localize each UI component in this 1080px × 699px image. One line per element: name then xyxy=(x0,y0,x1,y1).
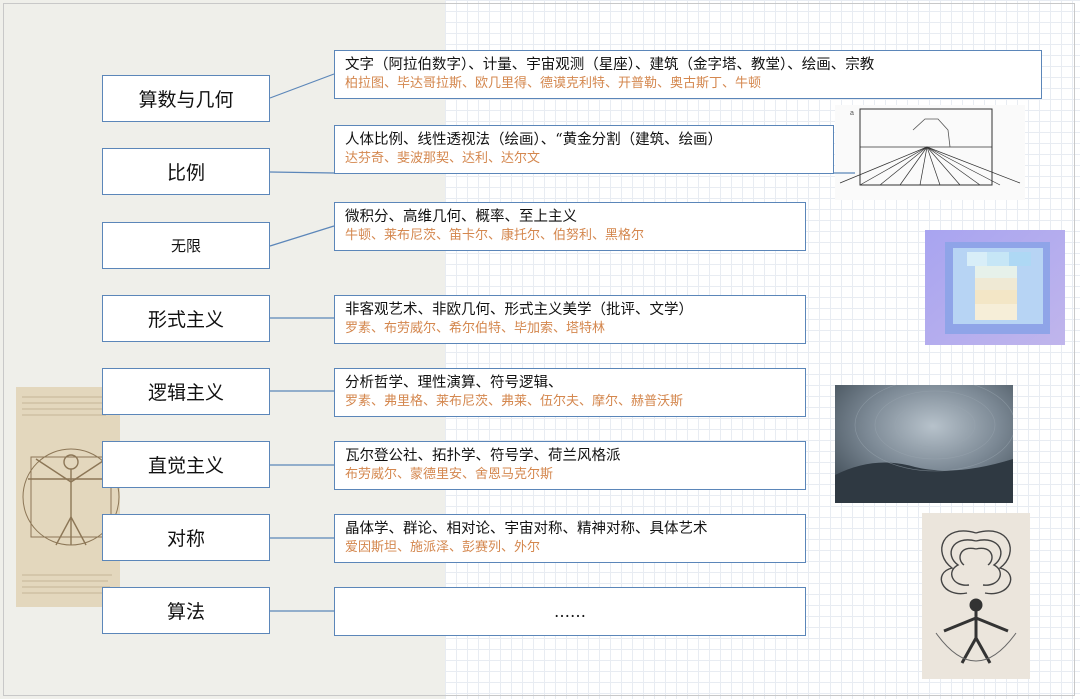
category-box-arithmetic-geometry: 算数与几何 xyxy=(102,75,270,122)
fields-text: 微积分、高维几何、概率、至上主义 xyxy=(345,209,577,225)
names-text: 柏拉图、毕达哥拉斯、欧几里得、德谟克利特、开普勒、奥古斯丁、牛顿 xyxy=(345,76,762,91)
fields-text: 非客观艺术、非欧几何、形式主义美学（批评、文学） xyxy=(345,302,693,318)
fields-text: 文字（阿拉伯数字）、计量、宇宙观测（星座）、建筑（金字塔、教堂）、绘画、宗教 xyxy=(345,57,875,73)
description-box-infinity: 微积分、高维几何、概率、至上主义 牛顿、莱布尼茨、笛卡尔、康托尔、伯努利、黑格尔 xyxy=(334,202,806,251)
category-box-logicism: 逻辑主义 xyxy=(102,368,270,415)
names-text: 罗素、布劳威尔、希尔伯特、毕加索、塔特林 xyxy=(345,321,606,336)
category-box-proportion: 比例 xyxy=(102,148,270,195)
description-box-intuitionism: 瓦尔登公社、拓扑学、符号学、荷兰风格派 布劳威尔、蒙德里安、舍恩马克尔斯 xyxy=(334,441,806,490)
spiral-figure-art xyxy=(922,513,1030,679)
description-box-arithmetic-geometry: 文字（阿拉伯数字）、计量、宇宙观测（星座）、建筑（金字塔、教堂）、绘画、宗教 柏… xyxy=(334,50,1042,99)
fields-text: 分析哲学、理性演算、符号逻辑、 xyxy=(345,375,563,391)
category-box-formalism: 形式主义 xyxy=(102,295,270,342)
names-text: 布劳威尔、蒙德里安、舍恩马克尔斯 xyxy=(345,467,554,482)
fields-text: 人体比例、线性透视法（绘画）、“黄金分割（建筑、绘画） xyxy=(345,132,723,148)
names-text: 罗素、弗里格、莱布尼茨、弗莱、伍尔夫、摩尔、赫普沃斯 xyxy=(345,394,684,409)
description-box-formalism: 非客观艺术、非欧几何、形式主义美学（批评、文学） 罗素、布劳威尔、希尔伯特、毕加… xyxy=(334,295,806,344)
ellipsis-text: …… xyxy=(554,601,586,621)
fields-text: 晶体学、群论、相对论、宇宙对称、精神对称、具体艺术 xyxy=(345,521,708,537)
category-box-symmetry: 对称 xyxy=(102,514,270,561)
category-box-intuitionism: 直觉主义 xyxy=(102,441,270,488)
slide-frame xyxy=(3,3,1075,696)
fields-text: 瓦尔登公社、拓扑学、符号学、荷兰风格派 xyxy=(345,448,621,464)
connector-line xyxy=(269,171,335,174)
category-box-algorithm: 算法 xyxy=(102,587,270,634)
svg-text:a: a xyxy=(850,110,854,117)
description-box-algorithm: …… xyxy=(334,587,806,636)
description-box-logicism: 分析哲学、理性演算、符号逻辑、 罗素、弗里格、莱布尼茨、弗莱、伍尔夫、摩尔、赫普… xyxy=(334,368,806,417)
description-box-symmetry: 晶体学、群论、相对论、宇宙对称、精神对称、具体艺术 爱因斯坦、施派泽、彭赛列、外… xyxy=(334,514,806,563)
vitruvian-man-sketch xyxy=(16,387,120,607)
connector-line xyxy=(269,225,335,247)
category-box-infinity: 无限 xyxy=(102,222,270,269)
connector-line xyxy=(269,73,335,99)
description-box-proportion: 人体比例、线性透视法（绘画）、“黄金分割（建筑、绘画） 达芬奇、斐波那契、达利、… xyxy=(334,125,834,174)
names-text: 牛顿、莱布尼茨、笛卡尔、康托尔、伯努利、黑格尔 xyxy=(345,228,645,243)
perspective-drawing: a xyxy=(835,105,1025,200)
names-text: 达芬奇、斐波那契、达利、达尔文 xyxy=(345,151,541,166)
names-text: 爱因斯坦、施派泽、彭赛列、外尔 xyxy=(345,540,541,555)
purple-cube-render xyxy=(925,230,1065,345)
dome-photo xyxy=(835,385,1013,503)
